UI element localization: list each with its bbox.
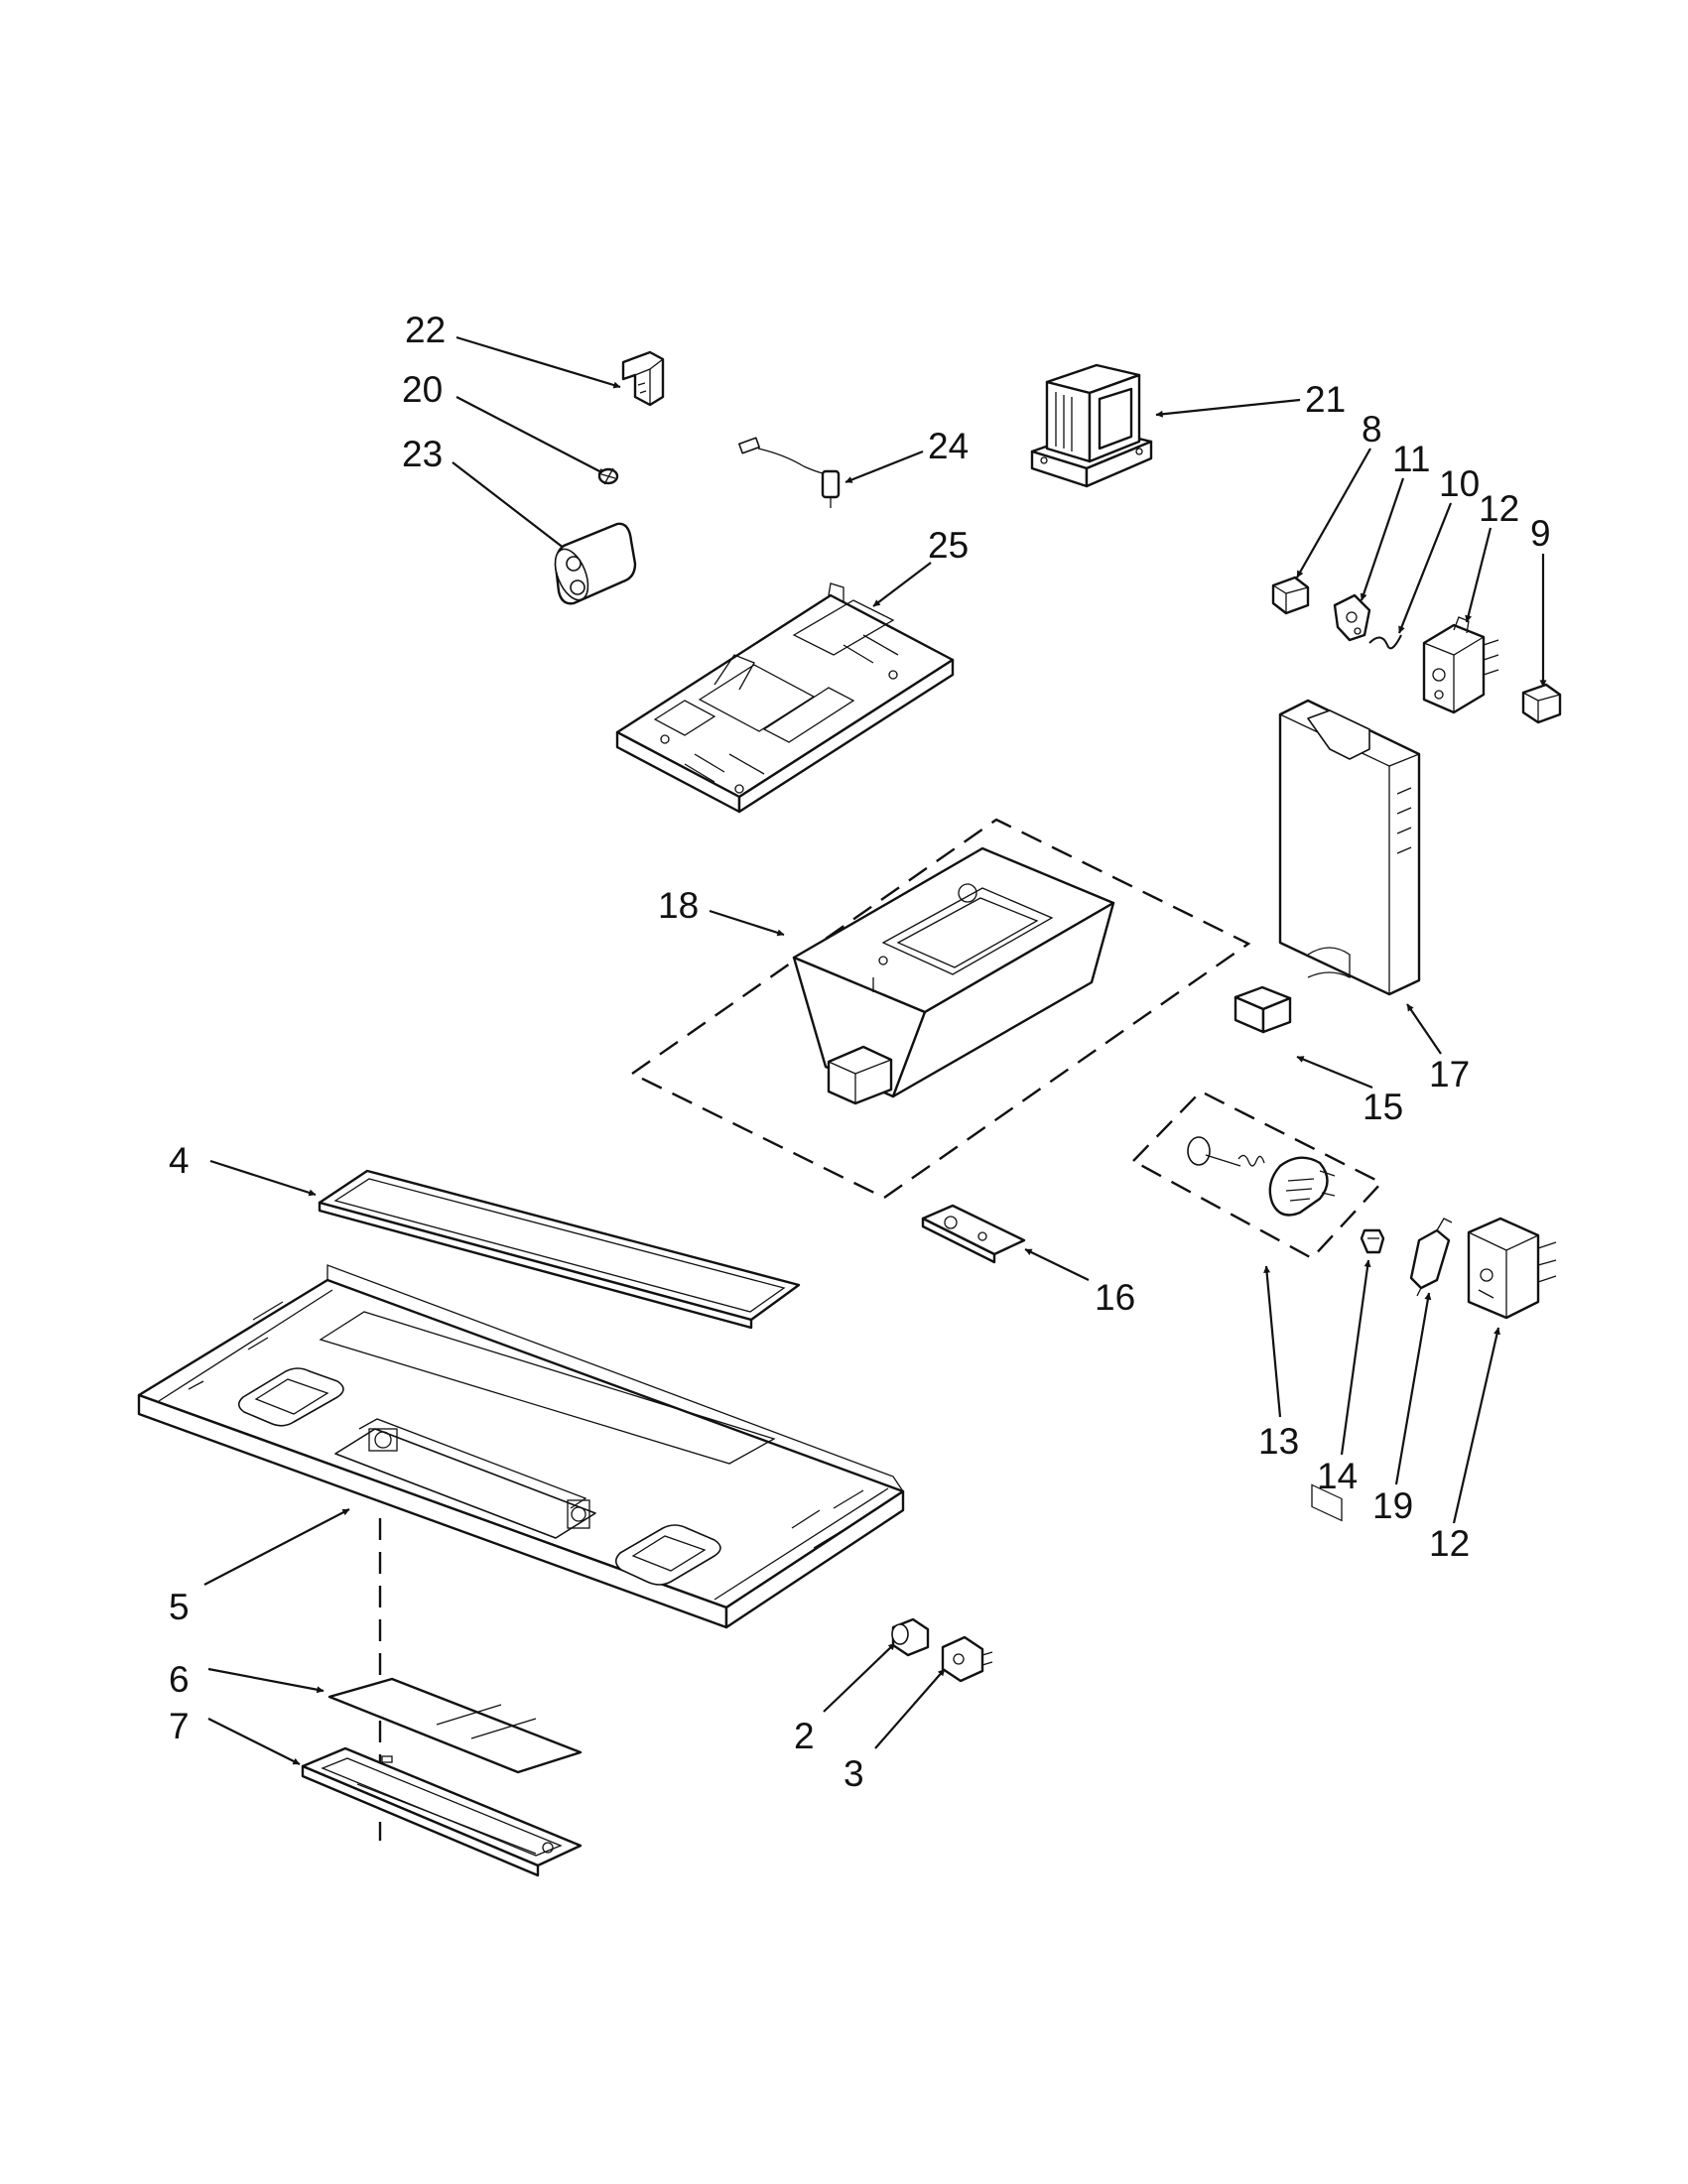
leader-24: [844, 450, 924, 484]
part-12-bottom-switch-holder: [1467, 1217, 1557, 1320]
leader-18: [709, 909, 785, 937]
part-24-fuse: [738, 437, 841, 508]
part-23-capacitor: [554, 522, 637, 605]
leader-11: [1360, 477, 1405, 601]
callout-5: 5: [169, 1587, 190, 1627]
leader-12-top: [1465, 527, 1493, 623]
callout-7: 7: [169, 1706, 190, 1746]
callout-23: 23: [402, 434, 443, 474]
leader-3: [874, 1668, 946, 1749]
part-13-group: [1131, 1090, 1383, 1260]
part-5-bottom-plate: [137, 1264, 905, 1629]
part-3-bulb-holder: [941, 1635, 993, 1683]
part-15-box: [1234, 985, 1292, 1034]
part-7-light-cover: [301, 1746, 583, 1877]
callout-labels: 22 20 23 24 21 25 8 11 10 12 9 18 17 15 …: [169, 310, 1551, 1794]
callout-16: 16: [1095, 1277, 1135, 1318]
part-18-group: [629, 818, 1251, 1200]
callout-6: 6: [169, 1659, 190, 1700]
part-25-base-plate: [615, 582, 955, 814]
leader-14: [1340, 1259, 1371, 1456]
callout-12-bottom: 12: [1429, 1523, 1470, 1564]
leader-23: [452, 461, 570, 553]
callout-17: 17: [1429, 1054, 1470, 1094]
callout-20: 20: [402, 369, 443, 410]
callout-12-top: 12: [1479, 488, 1519, 529]
callout-4: 4: [169, 1140, 190, 1181]
callout-25: 25: [928, 525, 969, 566]
leader-17: [1406, 1003, 1442, 1055]
callout-11: 11: [1392, 439, 1430, 479]
callout-15: 15: [1363, 1087, 1403, 1127]
callout-22: 22: [405, 310, 446, 350]
part-2-socket: [891, 1617, 930, 1657]
callout-2: 2: [794, 1716, 815, 1756]
part-16-plate: [921, 1204, 1026, 1264]
leader-19: [1394, 1292, 1432, 1485]
part-18-small-bracket: [827, 1045, 893, 1105]
callout-24: 24: [928, 426, 969, 466]
leader-16: [1024, 1248, 1090, 1281]
callout-18: 18: [658, 885, 699, 926]
part-14-fastener: [1360, 1228, 1385, 1254]
callout-13: 13: [1258, 1421, 1299, 1462]
part-11-actuator: [1333, 593, 1371, 642]
part-9-switch: [1521, 683, 1562, 724]
leader-25: [872, 562, 932, 607]
leader-12-bottom: [1452, 1327, 1500, 1524]
callout-14: 14: [1317, 1456, 1358, 1496]
part-20-clip: [597, 467, 619, 485]
leader-7: [207, 1718, 301, 1765]
part-12-top-switch-holder: [1422, 616, 1499, 714]
leader-15: [1296, 1055, 1373, 1090]
callout-8: 8: [1362, 409, 1382, 450]
part-19-switch: [1409, 1218, 1453, 1297]
callout-10: 10: [1439, 463, 1480, 504]
leader-10: [1397, 502, 1453, 634]
leader-5: [203, 1508, 350, 1586]
callout-21: 21: [1305, 379, 1346, 420]
leader-6: [207, 1667, 325, 1694]
callout-3: 3: [844, 1753, 864, 1794]
leader-20: [455, 396, 606, 475]
leader-13: [1263, 1265, 1282, 1418]
part-17-housing: [1278, 699, 1421, 1522]
callout-9: 9: [1530, 513, 1551, 554]
leader-arrows: [203, 335, 1547, 1765]
leader-4: [209, 1159, 317, 1197]
leader-22: [455, 335, 621, 389]
leader-2: [823, 1642, 896, 1713]
part-4-filter-panel: [318, 1169, 801, 1330]
part-6-lens: [327, 1677, 583, 1774]
part-13-dashed-outline: [1131, 1090, 1383, 1260]
callout-19: 19: [1372, 1485, 1413, 1526]
part-18-dashed-outline: [629, 818, 1251, 1200]
leader-21: [1155, 398, 1301, 418]
part-22-bracket: [621, 350, 665, 407]
part-8-switch: [1271, 576, 1310, 615]
part-21-transformer: [1030, 363, 1153, 488]
part-10-spring: [1368, 634, 1402, 650]
leader-8: [1296, 448, 1371, 578]
